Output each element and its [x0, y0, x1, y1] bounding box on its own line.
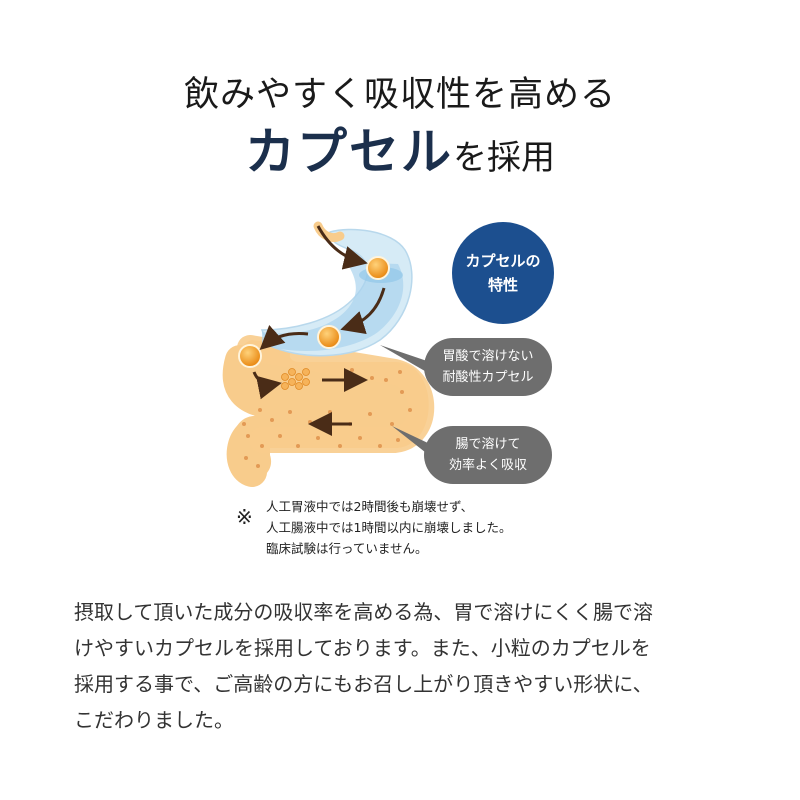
footnote-line: 臨床試験は行っていません。	[266, 541, 428, 556]
callout-pointer-stomach	[380, 345, 430, 374]
capsule-feature-badge: カプセルの 特性	[452, 222, 554, 324]
intestine-illustration	[222, 335, 435, 487]
callout-intestine-line2: 効率よく吸収	[448, 458, 527, 473]
footnote: 人工胃液中では2時間後も崩壊せず、 人工腸液中では1時間以内に崩壊しました。 臨…	[266, 496, 511, 559]
heading-line2: カプセルを採用	[0, 112, 800, 184]
footnote-line: 人工胃液中では2時間後も崩壊せず、	[266, 499, 474, 514]
callout-acid-line2: 耐酸性カプセル	[442, 370, 534, 385]
callout-acid-resistant: 胃酸で溶けない 耐酸性カプセル	[424, 338, 552, 396]
badge-line2: 特性	[487, 276, 518, 294]
callout-intestine-line1: 腸で溶けて	[455, 437, 521, 452]
callout-acid-line1: 胃酸で溶けない	[442, 349, 534, 364]
footnote-line: 人工腸液中では1時間以内に崩壊しました。	[266, 520, 512, 535]
description-line: 採用する事で、ご高齢の方にもお召し上がり頂きやすい形状に、	[74, 672, 653, 696]
heading-capsule-word: カプセル	[245, 122, 453, 181]
callout-intestine-absorb: 腸で溶けて 効率よく吸収	[424, 426, 552, 484]
description-line: 摂取して頂いた成分の吸収率を高める為、胃で溶けにくく腸で溶	[74, 600, 653, 624]
heading-adopt-word: を採用	[453, 138, 555, 178]
intestine-dots	[242, 368, 412, 468]
flow-arrows	[252, 225, 386, 436]
badge-line1: カプセルの	[465, 252, 541, 270]
callout-pointer-intestine	[392, 426, 430, 456]
capsule-markers	[238, 256, 390, 390]
heading-line1: 飲みやすく吸収性を高める	[183, 75, 616, 115]
description-line: こだわりました。	[74, 708, 234, 732]
note-mark: ※	[236, 505, 253, 529]
description-line: けやすいカプセルを採用しております。また、小粒のカプセルを	[74, 636, 651, 660]
description-text: 摂取して頂いた成分の吸収率を高める為、胃で溶けにくく腸で溶 けやすいカプセルを採…	[74, 594, 754, 738]
